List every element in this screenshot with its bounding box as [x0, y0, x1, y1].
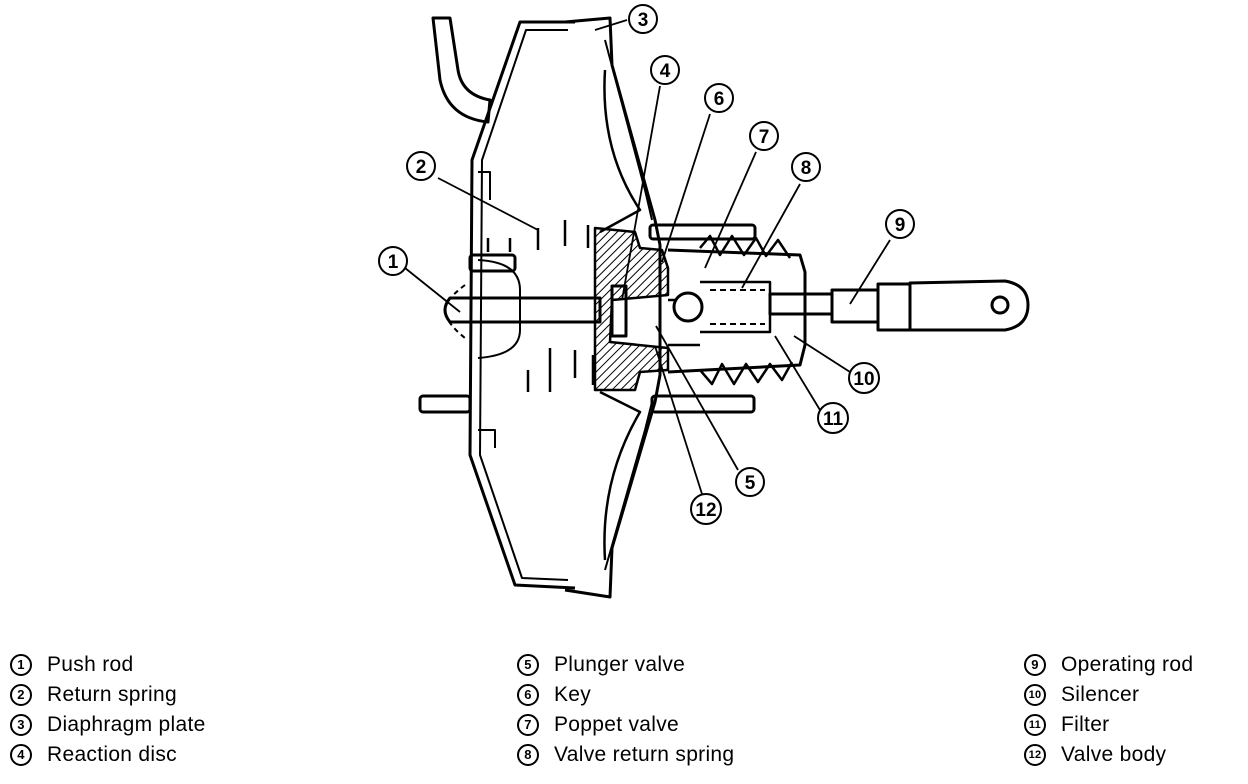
- rear-boot: [699, 234, 794, 386]
- legend-item: 3 Diaphragm plate: [10, 710, 206, 740]
- legend-number: 6: [517, 684, 539, 706]
- legend-label: Operating rod: [1061, 653, 1194, 676]
- vacuum-hose-fitting: [431, 16, 492, 124]
- callout-9-text: 9: [895, 215, 906, 236]
- legend-number: 5: [517, 654, 539, 676]
- booster-assembly: [418, 16, 1030, 599]
- legend-number: 10: [1024, 684, 1046, 706]
- legend-number: 7: [517, 714, 539, 736]
- legend-number: 3: [10, 714, 32, 736]
- legend-label: Poppet valve: [554, 713, 680, 736]
- leader-8: [741, 183, 801, 289]
- legend-number: 9: [1024, 654, 1046, 676]
- leader-11: [774, 335, 821, 411]
- callout-1-text: 1: [388, 252, 399, 273]
- front-stud-bottom: [418, 394, 472, 414]
- legend-label: Valve return spring: [554, 743, 735, 766]
- legend-label: Silencer: [1061, 683, 1140, 706]
- legend-label: Filter: [1061, 713, 1110, 736]
- callout-6: 6: [704, 83, 734, 113]
- callout-markers: 1 2 3 4 5 6 7 8 9 10 11 12: [378, 4, 915, 525]
- leader-1: [404, 267, 461, 313]
- legend-item: 12 Valve body: [1024, 740, 1193, 770]
- legend-number: 8: [517, 744, 539, 766]
- legend-item: 5 Plunger valve: [517, 650, 734, 680]
- legend-item: 7 Poppet valve: [517, 710, 734, 740]
- legend-number: 12: [1024, 744, 1046, 766]
- leader-2: [437, 177, 539, 231]
- leader-9: [849, 239, 891, 305]
- legend-item: 4 Reaction disc: [10, 740, 206, 770]
- legend-item: 2 Return spring: [10, 680, 206, 710]
- callout-8: 8: [791, 152, 821, 182]
- callout-11-text: 11: [823, 409, 844, 430]
- leader-3: [594, 19, 628, 31]
- callout-7-text: 7: [759, 127, 770, 148]
- callout-6-text: 6: [714, 89, 725, 110]
- legend-label: Key: [554, 683, 592, 706]
- return-spring: [486, 220, 595, 392]
- legend-item: 8 Valve return spring: [517, 740, 734, 770]
- rear-stud-top: [648, 223, 757, 241]
- legend-item: 1 Push rod: [10, 650, 206, 680]
- leader-4: [621, 85, 661, 301]
- operating-rod: [768, 292, 834, 316]
- legend-label: Reaction disc: [47, 743, 177, 766]
- leader-12: [654, 345, 703, 495]
- clevis-nut: [830, 282, 912, 332]
- valve-body: [593, 226, 670, 392]
- legend-label: Return spring: [47, 683, 177, 706]
- rear-stud-bottom: [650, 394, 756, 414]
- front-stud-top: [468, 253, 517, 273]
- legend-label: Plunger valve: [554, 653, 686, 676]
- callout-5: 5: [735, 467, 765, 497]
- legend-number: 2: [10, 684, 32, 706]
- legend-column-1: 1 Push rod 2 Return spring 3 Diaphragm plat…: [10, 650, 206, 770]
- callout-9: 9: [885, 209, 915, 239]
- callout-7: 7: [749, 121, 779, 151]
- callout-3: 3: [628, 4, 658, 34]
- legend-item: 9 Operating rod: [1024, 650, 1193, 680]
- reaction-disc: [610, 284, 628, 338]
- rear-housing: [667, 248, 807, 374]
- callout-11: 11: [817, 402, 849, 434]
- callout-2-text: 2: [416, 157, 427, 178]
- legend-column-2: 5 Plunger valve 6 Key 7 Poppet valve 8 Valve…: [517, 650, 734, 770]
- legend-label: Push rod: [47, 653, 134, 676]
- legend-number: 1: [10, 654, 32, 676]
- callout-10: 10: [848, 362, 880, 394]
- callout-12: 12: [690, 493, 722, 525]
- legend-label: Valve body: [1061, 743, 1167, 766]
- callout-5-text: 5: [745, 473, 756, 494]
- brake-booster-diagram: 1 2 3 4 5 6 7 8 9 10 11 12: [378, 4, 1030, 599]
- leader-5: [655, 325, 739, 471]
- callout-1: 1: [378, 246, 408, 276]
- legend-column-3: 9 Operating rod 10 Silencer 11 Filter 12 Val…: [1024, 650, 1193, 770]
- plunger-ball: [672, 291, 704, 323]
- legend-number: 4: [10, 744, 32, 766]
- leader-7: [704, 151, 757, 269]
- callout-4: 4: [650, 55, 680, 85]
- push-rod: [443, 296, 602, 324]
- diaphragm: [599, 69, 642, 561]
- callout-4-text: 4: [660, 61, 671, 82]
- legend-number: 11: [1024, 714, 1046, 736]
- legend-item: 11 Filter: [1024, 710, 1193, 740]
- legend-item: 10 Silencer: [1024, 680, 1193, 710]
- legend-item: 6 Key: [517, 680, 734, 710]
- callout-12-text: 12: [695, 500, 716, 521]
- leader-lines: [404, 19, 891, 495]
- front-shell: [468, 20, 576, 590]
- callout-2: 2: [406, 151, 436, 181]
- legend-label: Diaphragm plate: [47, 713, 206, 736]
- rear-shell: [564, 16, 662, 599]
- callout-10-text: 10: [853, 369, 874, 390]
- leader-10: [793, 335, 851, 373]
- callout-3-text: 3: [638, 10, 649, 31]
- clevis: [908, 279, 1030, 332]
- leader-6: [661, 113, 711, 263]
- callout-8-text: 8: [801, 158, 812, 179]
